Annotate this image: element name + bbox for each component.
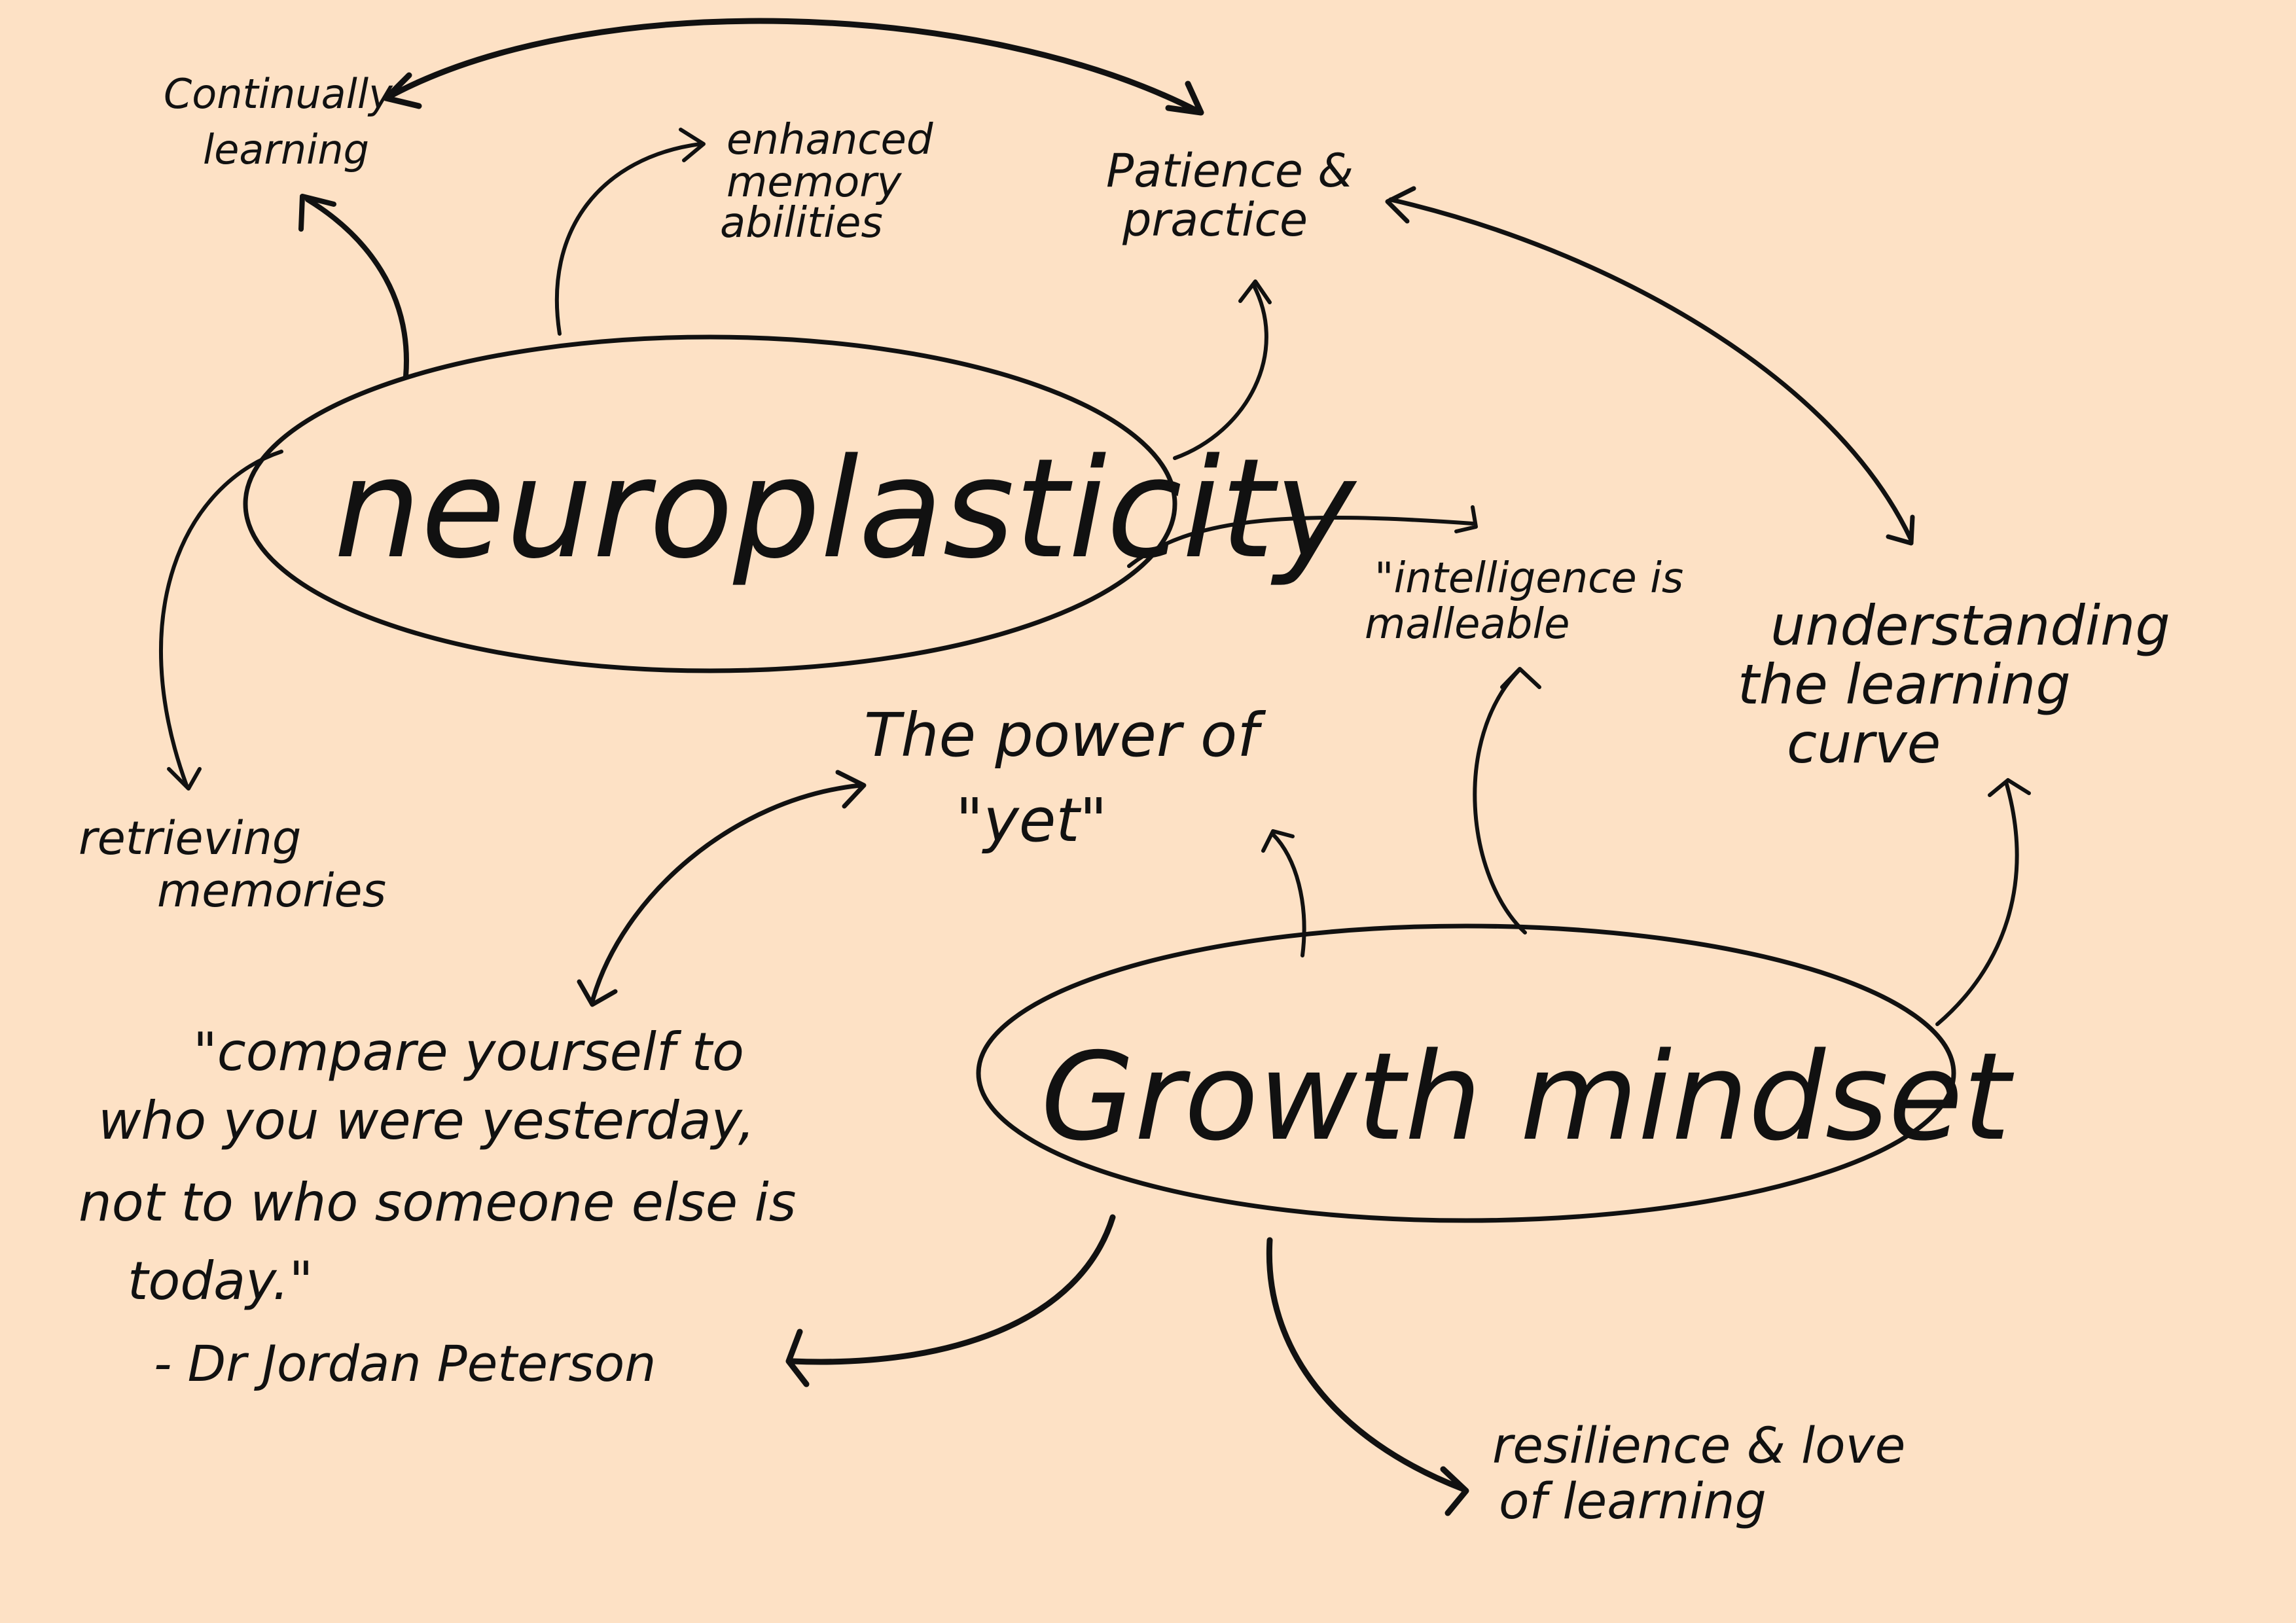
quote-text: "compare yourself to who you were yester… xyxy=(79,1022,813,1311)
connector-growth-to-understanding xyxy=(1935,778,2031,1026)
enhanced-memory-label: enhanced memory abilities xyxy=(720,116,946,247)
quote-attribution: - Dr Jordan Peterson xyxy=(154,1334,656,1393)
connector-continually-to-patience xyxy=(383,18,1204,116)
connector-growth-to-power-of-yet xyxy=(1261,829,1306,957)
retrieving-memories-label: retrieving memories xyxy=(79,812,386,918)
power-of-yet-label: The power of "yet" xyxy=(864,700,1278,855)
connector-patience-to-understanding xyxy=(1385,186,1915,546)
intelligence-malleable-label: "intelligence is malleable xyxy=(1365,554,1697,649)
connector-neuro-to-patience xyxy=(1173,279,1272,460)
connector-neuro-to-retrieving xyxy=(159,450,283,791)
connector-neuro-to-intelligence xyxy=(1127,505,1478,568)
connector-neuro-to-continually xyxy=(298,194,409,379)
resilience-label: resilience & love of learning xyxy=(1492,1416,1922,1530)
connector-growth-to-quote xyxy=(785,1214,1116,1387)
continually-learning-label: Continually learning xyxy=(164,70,406,173)
neuroplasticity-label: neuroplasticity xyxy=(334,429,1357,589)
understanding-curve-label: understanding the learning curve xyxy=(1738,594,2187,776)
connector-neuro-to-enhanced-memory xyxy=(554,128,706,336)
growth-mindset-ellipse xyxy=(976,923,1956,1223)
connector-growth-to-intelligence xyxy=(1473,667,1541,935)
growth-mindset-label: Growth mindset xyxy=(1041,1026,2015,1168)
connector-growth-to-resilience xyxy=(1266,1237,1469,1516)
connector-power-of-yet-to-quote xyxy=(577,770,867,1007)
patience-practice-label: Patience & practice xyxy=(1106,144,1368,247)
neuroplasticity-ellipse xyxy=(243,334,1177,673)
